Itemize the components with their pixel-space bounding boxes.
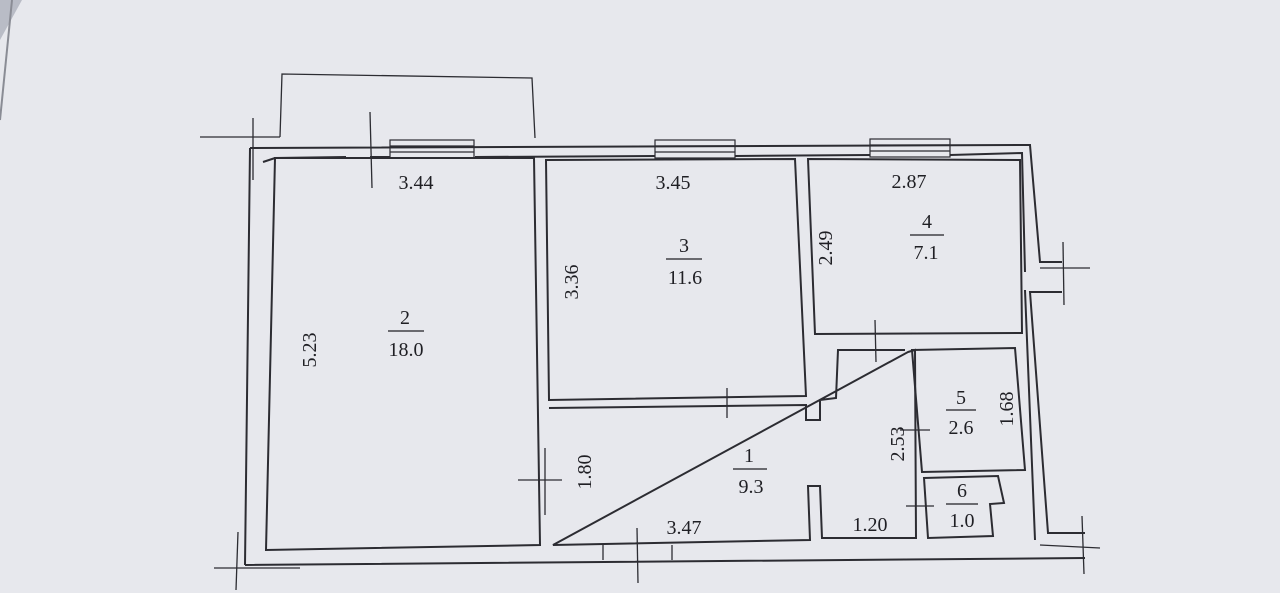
dim-room-1-height: 1.80 bbox=[574, 455, 596, 490]
window-room-4 bbox=[869, 138, 951, 158]
room-5-number: 5 bbox=[956, 387, 966, 409]
room-6-label: 6 1.0 bbox=[946, 480, 978, 532]
room-4-label: 4 7.1 bbox=[910, 211, 944, 264]
dim-room-2-width: 3.44 bbox=[399, 172, 434, 194]
room-3-number: 3 bbox=[679, 235, 689, 257]
dim-room-4-width: 2.87 bbox=[892, 171, 927, 193]
room-3-area: 11.6 bbox=[668, 267, 702, 289]
dim-corridor-height: 2.53 bbox=[887, 427, 909, 462]
exterior-wall-outer bbox=[244, 143, 1086, 566]
room-1-area: 9.3 bbox=[739, 476, 764, 498]
window-room-3 bbox=[654, 139, 736, 159]
room-5-area: 2.6 bbox=[949, 417, 974, 439]
room-3-label: 3 11.6 bbox=[666, 235, 702, 289]
balcony-outline bbox=[279, 73, 536, 139]
room-5-walls bbox=[910, 346, 1027, 474]
room-2-label: 2 18.0 bbox=[388, 307, 424, 361]
room-2-number: 2 bbox=[400, 307, 410, 329]
room-1-number: 1 bbox=[744, 445, 754, 467]
room-2-area: 18.0 bbox=[389, 339, 424, 361]
room-3-walls bbox=[544, 157, 808, 402]
dim-room-3-height: 3.36 bbox=[561, 265, 583, 300]
dim-room-5-height: 1.68 bbox=[996, 392, 1018, 427]
room-1-label: 1 9.3 bbox=[733, 445, 767, 498]
room-4-number: 4 bbox=[922, 211, 932, 233]
room-4-area: 7.1 bbox=[914, 242, 939, 264]
window-room-2 bbox=[389, 139, 475, 159]
axis-tick-marks bbox=[200, 111, 1101, 591]
room-6-walls bbox=[922, 474, 1006, 540]
dim-room-4-height: 2.49 bbox=[815, 231, 837, 266]
dim-corridor-width: 1.20 bbox=[853, 514, 888, 536]
dim-room-1-width: 3.47 bbox=[667, 517, 702, 539]
dim-room-2-height: 5.23 bbox=[299, 333, 321, 368]
room-6-number: 6 bbox=[957, 480, 967, 502]
room-1-walls bbox=[548, 348, 918, 546]
paper-margin-line bbox=[0, 0, 13, 121]
room-4-walls bbox=[806, 157, 1024, 336]
room-5-label: 5 2.6 bbox=[946, 387, 976, 439]
room-6-area: 1.0 bbox=[950, 510, 975, 532]
dim-room-3-width: 3.45 bbox=[656, 172, 691, 194]
